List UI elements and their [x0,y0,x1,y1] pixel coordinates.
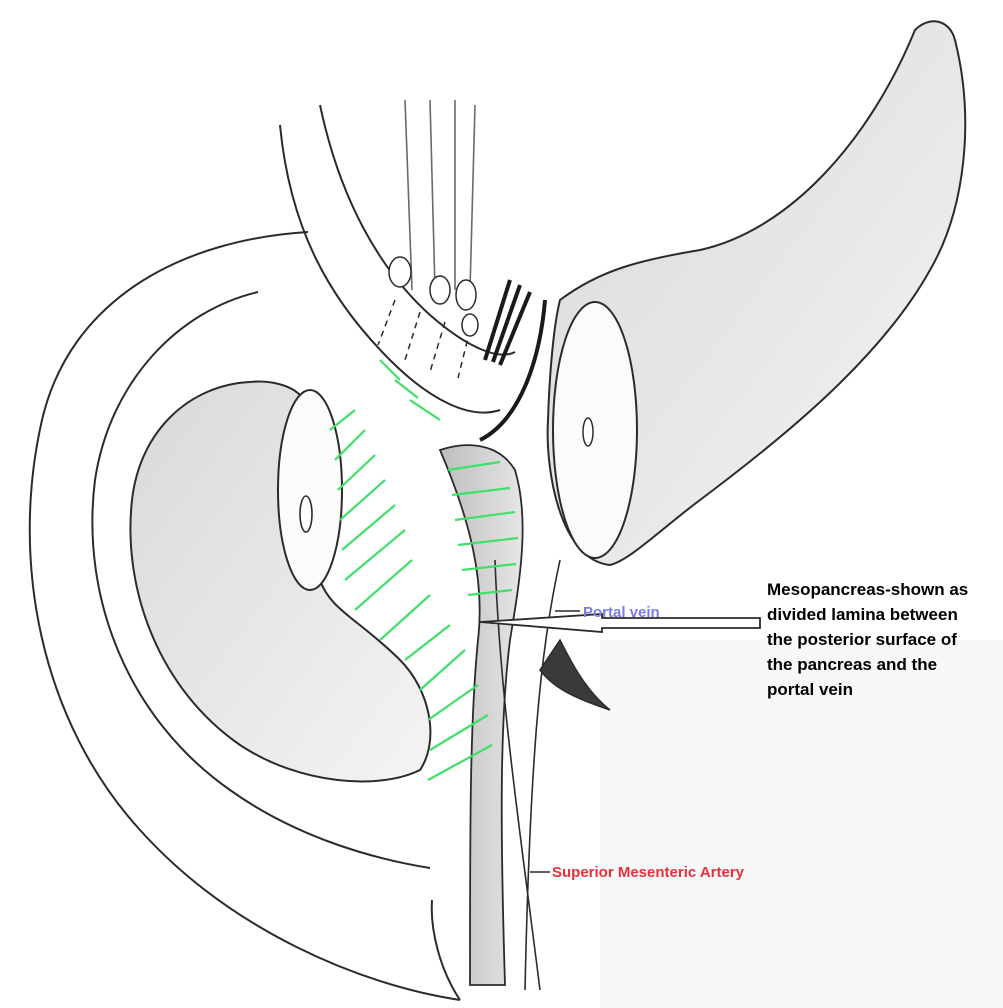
mesenteric-wedge [540,640,610,710]
mesopancreas-label-line: the pancreas and the [767,652,968,677]
head-cut-surface [278,390,342,590]
bile-duct [405,100,475,290]
transection-lines [378,300,470,378]
lymph-node-3 [456,280,476,310]
mesopancreas-label-line: portal vein [767,677,968,702]
mesopancreas-label-line: Mesopancreas-shown as [767,577,968,602]
mesopancreas-label-line: the posterior surface of [767,627,968,652]
pancreatic-duct-opening [583,418,593,446]
portal-vein-label: Portal vein [583,604,660,621]
clamp [480,280,545,440]
portal-vein [440,445,523,985]
lymph-node-2 [430,276,450,304]
superior-mesenteric-artery-label: Superior Mesenteric Artery [552,864,744,881]
mesopancreas-label-line: divided lamina between [767,602,968,627]
pancreas-head [130,382,430,782]
body-cut-surface [553,302,637,558]
lymph-node-1 [389,257,411,287]
lymph-node-4 [462,314,478,336]
mesopancreas-label: Mesopancreas-shown as divided lamina bet… [767,577,968,702]
bile-duct-opening [300,496,312,532]
